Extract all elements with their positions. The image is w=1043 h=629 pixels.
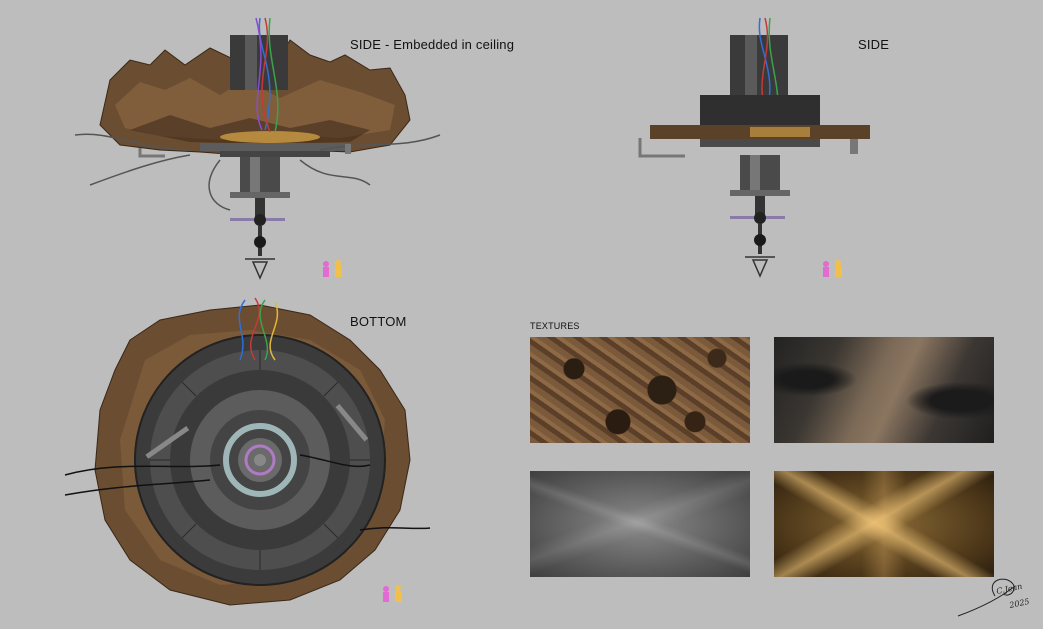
scale-figures-icon [323,260,342,277]
bottom-label: BOTTOM [350,314,407,329]
texture-stained-metal-swatch [774,337,994,443]
side-label: SIDE [858,37,890,52]
signature: C.Jean 2025 [957,578,1031,617]
scale-figures-icon [383,585,402,602]
side-illustration [638,17,870,278]
scale-figures-icon [823,260,842,277]
texture-dirt-swatch [530,337,750,443]
textures-label: TEXTURES [530,321,580,331]
texture-brushed-metal-swatch [530,471,750,577]
side-embedded-label: SIDE - Embedded in ceiling [350,37,515,52]
signature-year: 2025 [1008,597,1031,610]
texture-brass-swatch [774,471,994,577]
bottom-illustration [64,297,431,606]
side-embedded-illustration [74,17,441,280]
signature-name: C.Jean [996,582,1024,596]
